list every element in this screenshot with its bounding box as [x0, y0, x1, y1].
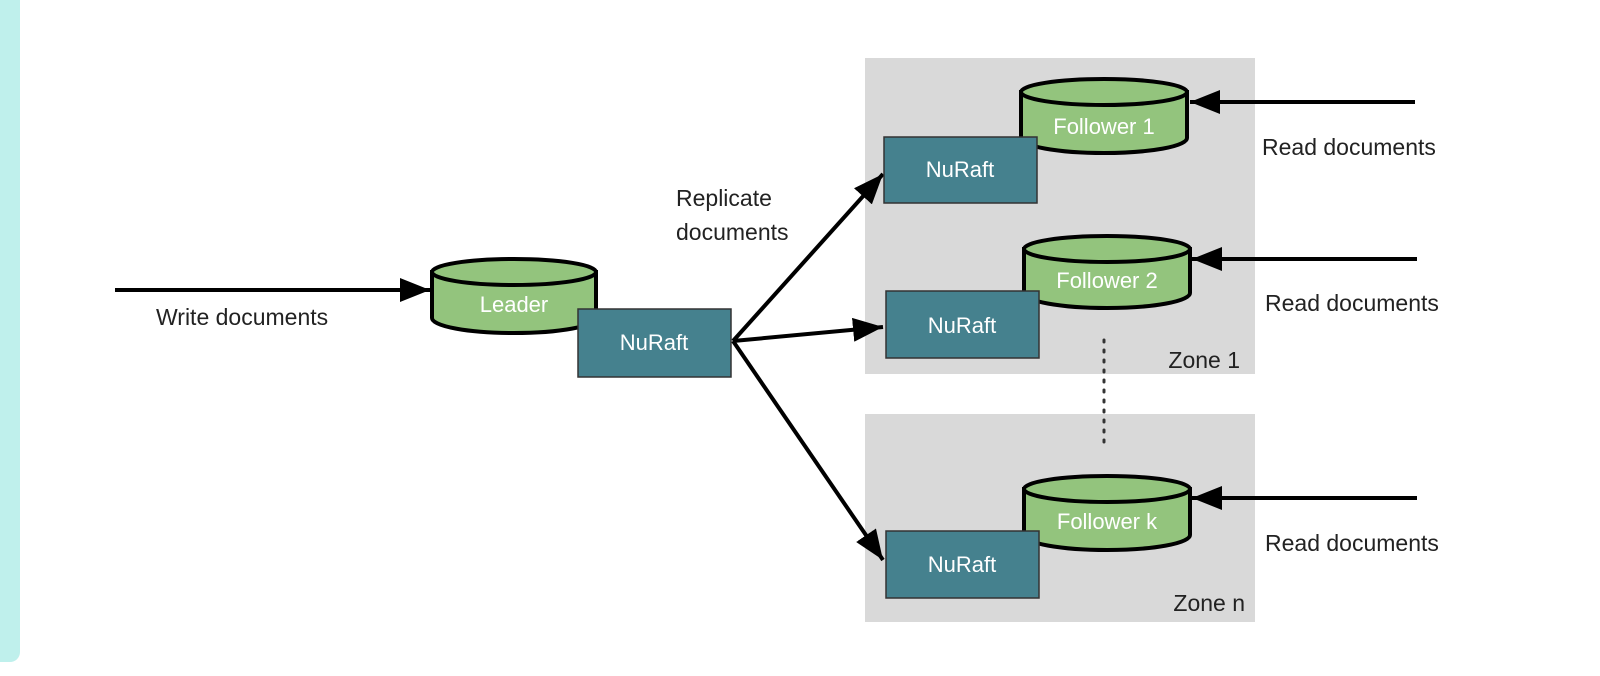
- read-label-follower-k: Read documents: [1265, 530, 1439, 556]
- follower-1-nuraft: NuRaft: [883, 136, 1038, 204]
- follower-k-nuraft: NuRaft: [885, 530, 1040, 599]
- zone-n-label: Zone n: [1173, 590, 1245, 616]
- leader-label: Leader: [480, 292, 549, 317]
- follower-2-label: Follower 2: [1056, 268, 1157, 293]
- follower-k-db: Follower k: [1022, 474, 1192, 552]
- leader-db: Leader: [430, 257, 598, 335]
- zone-1-label: Zone 1: [1168, 347, 1240, 373]
- replicate-arrow-follower-k: [731, 339, 885, 562]
- follower-k-label: Follower k: [1057, 509, 1158, 534]
- accent-bar: [0, 0, 20, 662]
- follower-2-nuraft-label: NuRaft: [928, 313, 996, 338]
- leader-nuraft: NuRaft: [577, 308, 732, 378]
- write-label: Write documents: [156, 304, 328, 330]
- leader-nuraft-label: NuRaft: [620, 330, 688, 355]
- follower-1-db: Follower 1: [1019, 77, 1189, 155]
- read-label-follower-2: Read documents: [1265, 290, 1439, 316]
- follower-1-label: Follower 1: [1053, 114, 1154, 139]
- replicate-arrow-follower-1: [731, 172, 885, 343]
- follower-k-nuraft-label: NuRaft: [928, 552, 996, 577]
- replicate-arrow-follower-2: [732, 317, 884, 343]
- follower-2-nuraft: NuRaft: [885, 290, 1040, 359]
- replicate-label-line-2: documents: [676, 219, 789, 245]
- follower-1-nuraft-label: NuRaft: [926, 157, 994, 182]
- read-label-follower-1: Read documents: [1262, 134, 1436, 160]
- replicate-label-line-1: Replicate: [676, 185, 772, 211]
- follower-2-db: Follower 2: [1022, 234, 1192, 310]
